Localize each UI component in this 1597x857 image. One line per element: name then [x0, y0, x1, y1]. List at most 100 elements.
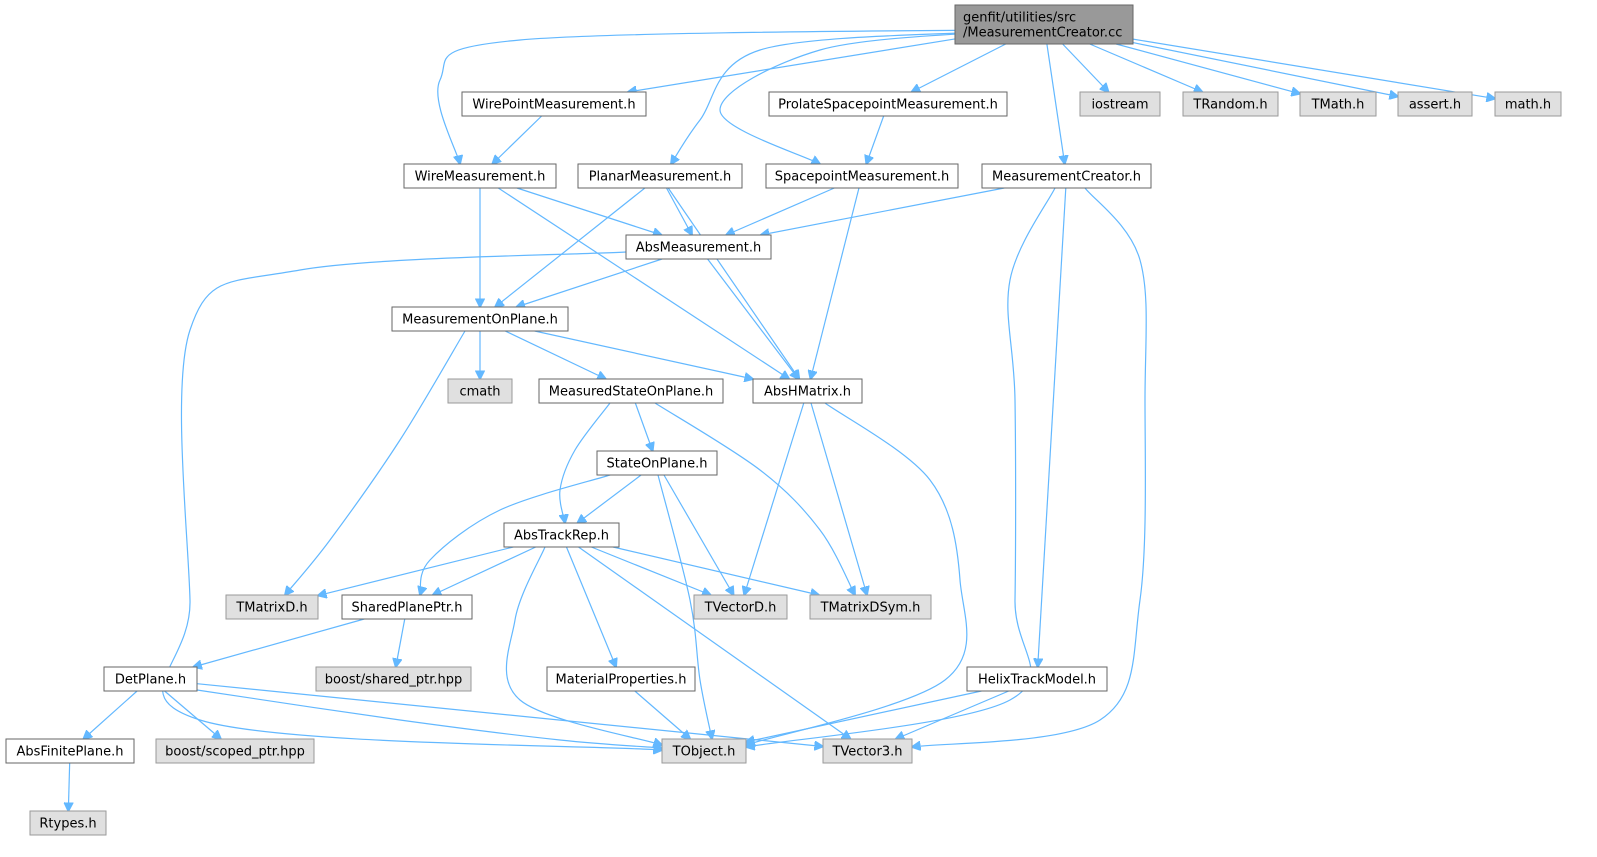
- node-spacepoint[interactable]: SpacepointMeasurement.h: [765, 163, 959, 189]
- edge-sharedplane-to-detplane: [193, 618, 365, 667]
- edge-absfinite-to-rtypes: [68, 762, 69, 811]
- node-label-material: MaterialProperties.h: [556, 673, 687, 688]
- edge-msop-to-tmatrixdsym: [646, 397, 855, 595]
- node-label-planar: PlanarMeasurement.h: [589, 170, 732, 185]
- node-box-planar: [577, 163, 743, 189]
- edge-mcreator-to-tobject: [746, 180, 1059, 747]
- node-root[interactable]: genfit/utilities/src/MeasurementCreator.…: [954, 4, 1134, 45]
- node-label-absmeas: AbsMeasurement.h: [636, 241, 762, 256]
- node-absmeas[interactable]: AbsMeasurement.h: [625, 234, 772, 260]
- node-assert: assert.h: [1397, 91, 1473, 117]
- edge-detplane-to-boost_scoped: [164, 690, 221, 739]
- edge-msop-to-sop: [634, 402, 652, 451]
- edge-root-to-trandom: [1089, 43, 1203, 92]
- edge-material-to-tobject: [634, 690, 690, 739]
- node-label-abshmatrix: AbsHMatrix.h: [764, 385, 851, 400]
- node-prolate[interactable]: ProlateSpacepointMeasurement.h: [768, 91, 1008, 117]
- edge-abstrackrep-to-tobject: [505, 541, 662, 745]
- node-box-boost_shared: [315, 666, 472, 692]
- edge-wire-to-absmeas: [516, 187, 662, 235]
- edge-root-to-iostream: [1062, 43, 1109, 92]
- edge-mcreator-to-helix: [1038, 187, 1067, 667]
- node-boost_shared: boost/shared_ptr.hpp: [315, 666, 472, 692]
- edge-mcreator-to-absmeas: [761, 187, 1005, 235]
- edge-abstrackrep-to-sharedplane: [433, 546, 537, 595]
- edge-detplane-to-tvector3: [196, 683, 823, 747]
- node-box-sop: [596, 450, 718, 476]
- node-label-boost_shared: boost/shared_ptr.hpp: [325, 673, 463, 688]
- edge-abstrackrep-to-tmatrixd: [318, 546, 514, 596]
- edge-root-to-assert: [1132, 42, 1398, 97]
- node-cmath: cmath: [447, 378, 513, 404]
- edge-meas_on_plane-to-msop: [504, 330, 606, 379]
- edge-mcreator-to-tvector3: [912, 182, 1147, 747]
- edge-abstrackrep-to-material: [565, 546, 616, 667]
- node-sop[interactable]: StateOnPlane.h: [596, 450, 718, 476]
- edge-absmeas-to-tobject: [162, 250, 662, 750]
- node-label-sop: StateOnPlane.h: [607, 457, 708, 472]
- edge-wirepoint-to-wire: [492, 115, 543, 164]
- node-label-tvector3: TVector3.h: [831, 745, 902, 760]
- node-label-tobject: TObject.h: [672, 745, 736, 760]
- node-label-msop: MeasuredStateOnPlane.h: [549, 385, 713, 400]
- node-material[interactable]: MaterialProperties.h: [546, 666, 696, 692]
- node-label-helix: HelixTrackModel.h: [978, 673, 1096, 688]
- node-mcreator[interactable]: MeasurementCreator.h: [981, 163, 1152, 189]
- edge-abshmatrix-to-tvectord: [744, 402, 805, 595]
- edge-planar-to-absmeas: [665, 187, 692, 235]
- node-label-abstrackrep: AbsTrackRep.h: [514, 529, 609, 544]
- node-box-boost_scoped: [155, 738, 315, 764]
- node-tobject: TObject.h: [661, 738, 747, 764]
- edge-meas_on_plane-to-abshmatrix: [534, 330, 753, 379]
- node-label-prolate: ProlateSpacepointMeasurement.h: [778, 98, 998, 113]
- node-tmath: TMath.h: [1299, 91, 1377, 117]
- edge-planar-to-meas_on_plane: [495, 187, 646, 307]
- edge-abstrackrep-to-tmatrixdsym: [612, 546, 819, 595]
- node-abshmatrix[interactable]: AbsHMatrix.h: [752, 378, 863, 404]
- node-box-sharedplane: [341, 594, 473, 620]
- node-absfinite[interactable]: AbsFinitePlane.h: [5, 738, 135, 764]
- node-box-trandom: [1182, 91, 1279, 117]
- node-box-detplane: [103, 666, 198, 692]
- node-wire[interactable]: WireMeasurement.h: [403, 163, 557, 189]
- nodes-layer: genfit/utilities/src/MeasurementCreator.…: [5, 4, 1562, 836]
- node-box-absmeas: [625, 234, 772, 260]
- edge-planar-to-abshmatrix: [667, 187, 799, 379]
- edge-sop-to-abstrackrep: [577, 474, 642, 523]
- node-box-root: [954, 4, 1134, 45]
- edge-meas_on_plane-to-tmatrixd: [285, 322, 471, 595]
- node-iostream: iostream: [1079, 91, 1161, 117]
- node-box-meas_on_plane: [391, 306, 569, 332]
- node-label-sharedplane: SharedPlanePtr.h: [352, 601, 463, 616]
- node-box-iostream: [1079, 91, 1161, 117]
- edge-spacepoint-to-abshmatrix: [811, 187, 860, 379]
- node-label-iostream: iostream: [1091, 98, 1148, 113]
- node-box-wirepoint: [461, 91, 647, 117]
- node-rtypes: Rtypes.h: [29, 810, 107, 836]
- node-wirepoint[interactable]: WirePointMeasurement.h: [461, 91, 647, 117]
- node-box-tmatrixdsym: [809, 594, 932, 620]
- node-helix[interactable]: HelixTrackModel.h: [966, 666, 1108, 692]
- node-detplane[interactable]: DetPlane.h: [103, 666, 198, 692]
- edge-root-to-wirepoint: [628, 38, 956, 92]
- node-label-tmatrixdsym: TMatrixDSym.h: [820, 601, 921, 616]
- edge-abshmatrix-to-tobject: [746, 396, 968, 745]
- node-msop[interactable]: MeasuredStateOnPlane.h: [538, 378, 724, 404]
- node-label-spacepoint: SpacepointMeasurement.h: [775, 170, 949, 185]
- node-tmatrixd: TMatrixD.h: [225, 594, 319, 620]
- node-box-math: [1494, 91, 1562, 117]
- node-label-wire: WireMeasurement.h: [415, 170, 546, 185]
- node-meas_on_plane[interactable]: MeasurementOnPlane.h: [391, 306, 569, 332]
- node-box-spacepoint: [765, 163, 959, 189]
- edge-wire-to-abshmatrix: [497, 187, 789, 379]
- edge-sop-to-tvectord: [663, 474, 734, 595]
- node-box-tobject: [661, 738, 747, 764]
- node-label-meas_on_plane: MeasurementOnPlane.h: [402, 313, 558, 328]
- node-box-absfinite: [5, 738, 135, 764]
- edges-layer: [68, 29, 1495, 811]
- node-planar[interactable]: PlanarMeasurement.h: [577, 163, 743, 189]
- node-sharedplane[interactable]: SharedPlanePtr.h: [341, 594, 473, 620]
- node-abstrackrep[interactable]: AbsTrackRep.h: [503, 522, 620, 548]
- node-label-detplane: DetPlane.h: [115, 673, 186, 688]
- edge-abshmatrix-to-tmatrixdsym: [810, 402, 867, 595]
